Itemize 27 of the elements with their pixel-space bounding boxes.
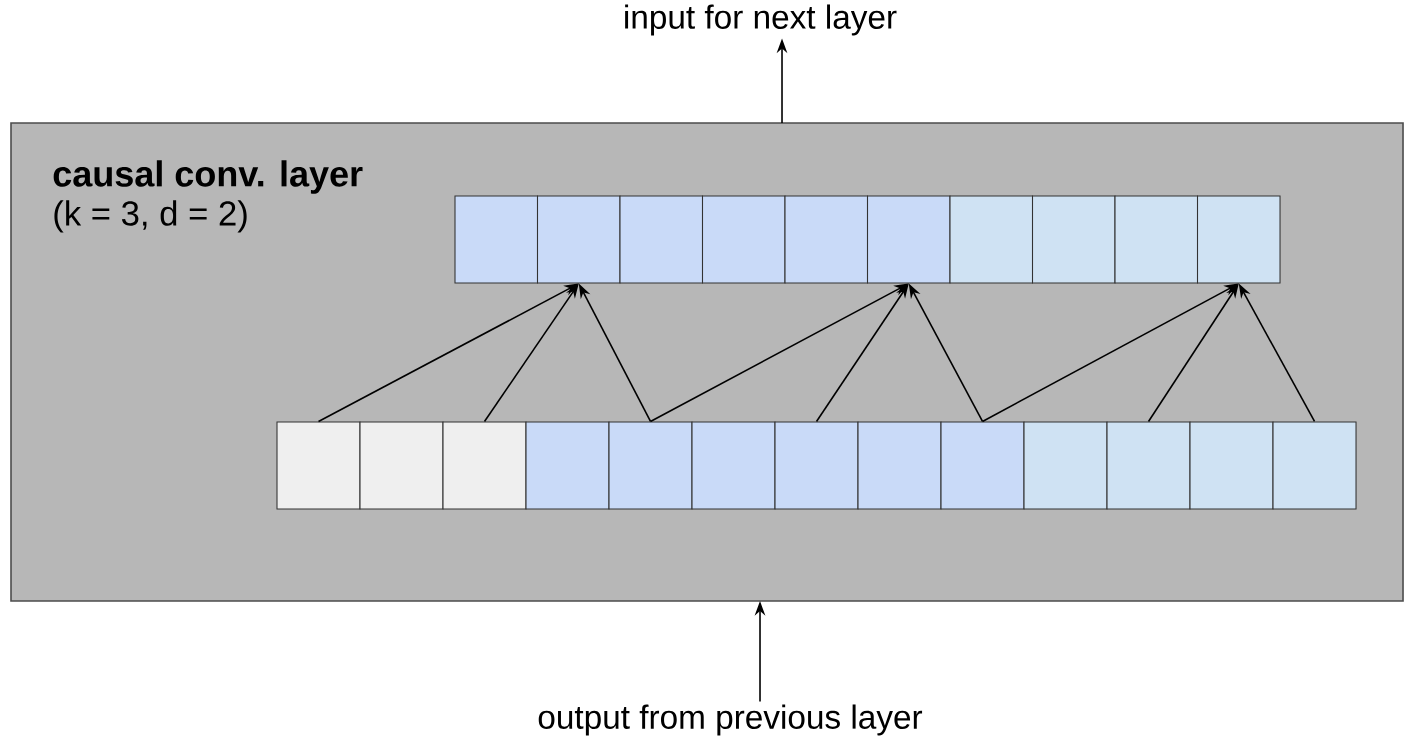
layer-parameters: (k = 3, d = 2) (54, 200, 247, 233)
sequence-cell (1023, 421, 1108, 510)
sequence-cell (536, 195, 621, 284)
sequence-cell (442, 421, 527, 510)
sequence-cell (1031, 195, 1116, 284)
sequence-cell (608, 421, 693, 510)
sequence-cell (691, 421, 776, 510)
layer-title: causal conv. layer (53, 160, 363, 194)
sequence-cell (1196, 195, 1281, 284)
sequence-cell (1114, 195, 1199, 284)
sequence-cell (949, 195, 1034, 284)
sequence-cell (857, 421, 942, 510)
sequence-cell (525, 421, 610, 510)
sequence-cell (866, 195, 951, 284)
sequence-cell (784, 195, 869, 284)
sequence-cell (359, 421, 444, 510)
sequence-cell (774, 421, 859, 510)
layer-label: input for next layer (625, 4, 897, 36)
sequence-cell (940, 421, 1025, 510)
sequence-cell (619, 195, 704, 284)
sequence-cell (1189, 421, 1274, 510)
sequence-cell (701, 195, 786, 284)
layer-label: output from previous layer (538, 704, 923, 736)
sequence-cell (1272, 421, 1357, 510)
sequence-cell (454, 195, 539, 284)
sequence-cell (1106, 421, 1191, 510)
sequence-cell (276, 421, 361, 510)
